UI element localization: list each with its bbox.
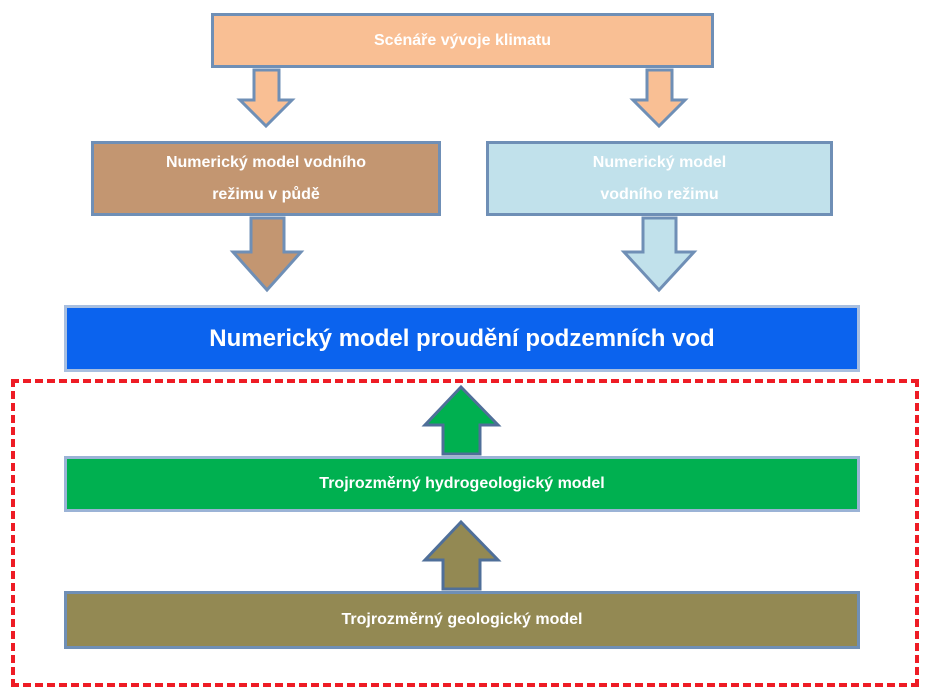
soil-water-model-line-2: režimu v půdě <box>212 185 320 203</box>
highlight-dashed-frame <box>11 379 919 687</box>
geological-model-box: Trojrozměrný geologický model <box>64 591 860 649</box>
groundwater-flow-model-box: Numerický model proudění podzemních vod <box>64 305 860 372</box>
water-regime-model-line-2: vodního režimu <box>600 185 719 203</box>
hydrogeological-model-box: Trojrozměrný hydrogeologický model <box>64 456 860 512</box>
geological-model-label: Trojrozměrný geologický model <box>341 611 583 628</box>
climate-scenarios-label: Scénáře vývoje klimatu <box>374 31 551 49</box>
arrow-soil-to-groundwater <box>229 216 305 293</box>
soil-water-model-line-1: Numerický model vodního <box>165 153 367 171</box>
water-regime-model-box: Numerický model vodního režimu <box>486 141 833 216</box>
groundwater-flow-model-label: Numerický model proudění podzemních vod <box>209 324 715 352</box>
arrow-water-to-groundwater <box>620 216 698 293</box>
soil-water-model-box: Numerický model vodního režimu v půdě <box>91 141 441 216</box>
hydrogeological-model-label: Trojrozměrný hydrogeologický model <box>319 475 605 492</box>
climate-scenarios-box: Scénáře vývoje klimatu <box>211 13 714 68</box>
arrow-climate-to-water <box>629 68 689 129</box>
arrow-climate-to-soil <box>236 68 296 129</box>
water-regime-model-line-1: Numerický model <box>592 153 727 171</box>
